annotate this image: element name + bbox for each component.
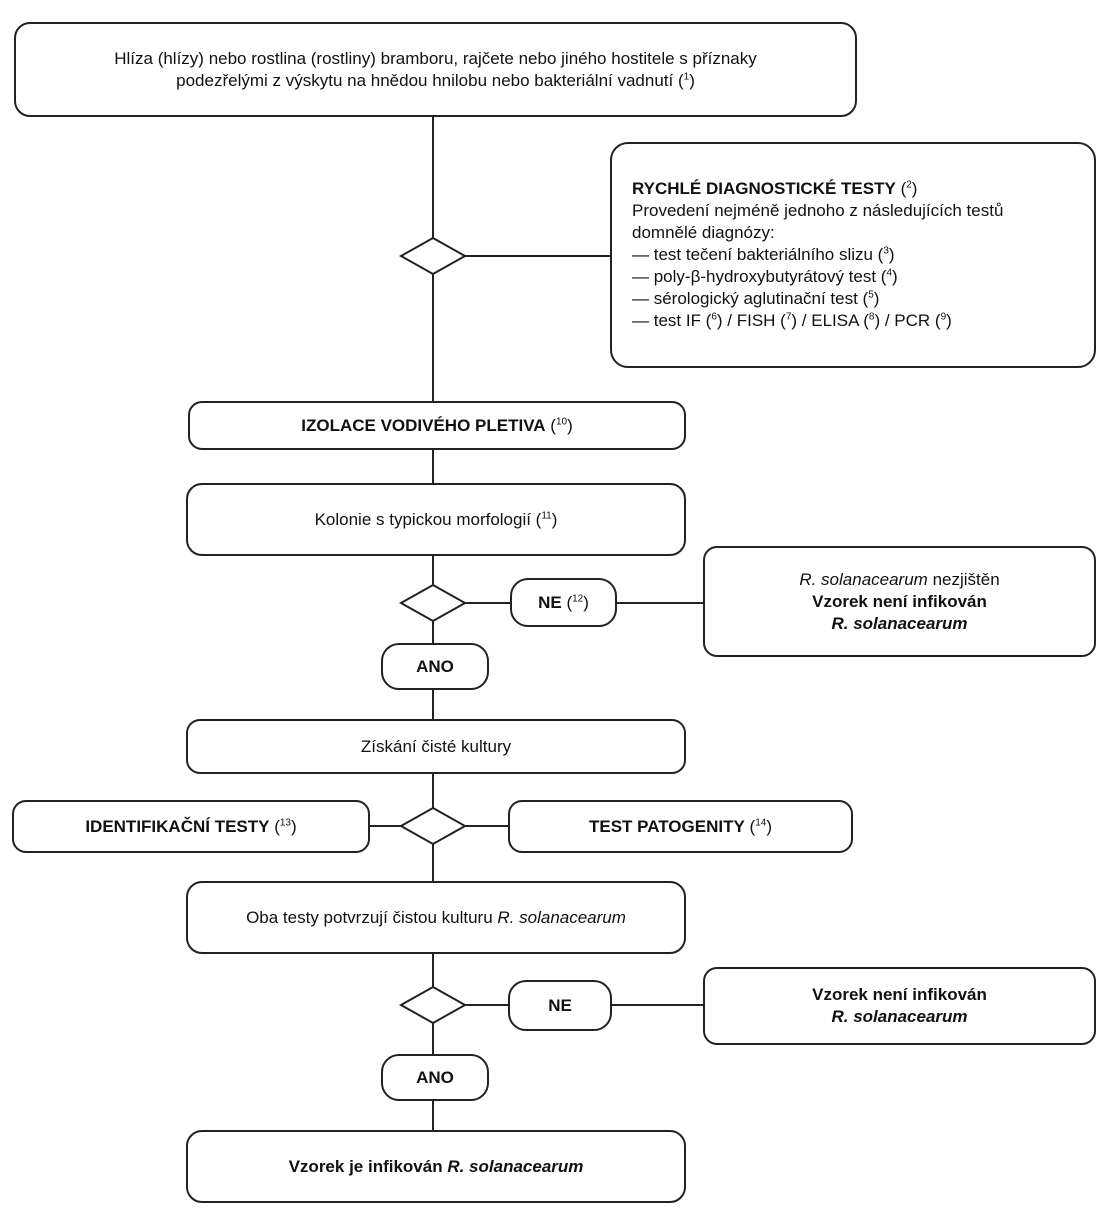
rapid-tests-item3: — sérologický aglutinační test ( <box>632 289 869 308</box>
decision-diamond-colonies <box>398 583 468 623</box>
rapid-tests-item4-b: ) / FISH ( <box>716 311 786 330</box>
isolation-wrap: IZOLACE VODIVÉHO PLETIVA (10) <box>301 415 573 435</box>
rapid-tests-title-wrap: RYCHLÉ DIAGNOSTICKÉ TESTY (2) <box>632 179 918 198</box>
pure-culture-label: Získání čisté kultury <box>360 736 512 756</box>
rapid-tests-item2-ref: 4 <box>886 267 893 279</box>
pathogenicity-wrap: TEST PATOGENITY (14) <box>588 816 773 836</box>
start-box: Hlíza (hlízy) nebo rostlina (rostliny) b… <box>14 22 857 117</box>
confirmation-prefix: Oba testy potvrzují čistou kulturu <box>246 907 498 927</box>
identification-wrap: IDENTIFIKAČNÍ TESTY (13) <box>85 816 297 836</box>
rapid-tests-intro1: Provedení nejméně jednoho z následujícíc… <box>632 201 1004 220</box>
rapid-tests-intro2: domnělé diagnózy: <box>632 223 775 242</box>
rapid-tests-item2: — poly-β-hydroxybutyrátový test ( <box>632 267 887 286</box>
not-detected-line3: R. solanacearum <box>831 613 968 633</box>
start-line2: podezřelými z výskytu na hnědou hnilobu … <box>176 70 684 90</box>
decision-no-1-label: NE <box>538 592 562 612</box>
not-detected-species: R. solanacearum <box>799 569 928 589</box>
rapid-tests-title-ref: 2 <box>906 179 912 191</box>
colonies-label: Kolonie s typickou morfologií ( <box>314 509 542 529</box>
rapid-tests-box: RYCHLÉ DIAGNOSTICKÉ TESTY (2) Provedení … <box>610 142 1096 368</box>
identification-label: IDENTIFIKAČNÍ TESTY <box>85 816 270 836</box>
decision-no-2-label: NE <box>548 995 572 1015</box>
rapid-tests-title: RYCHLÉ DIAGNOSTICKÉ TESTY <box>632 179 896 198</box>
colonies-box: Kolonie s typickou morfologií (11) <box>186 483 686 556</box>
pathogenicity-box: TEST PATOGENITY (14) <box>508 800 853 853</box>
rapid-tests-item4-a: — test IF ( <box>632 311 712 330</box>
rapid-tests-item4-d: ) / PCR ( <box>874 311 941 330</box>
decision-no-2: NE <box>508 980 612 1031</box>
decision-diamond-rapid <box>398 236 468 276</box>
rapid-tests-item4-ref-c: 8 <box>868 311 875 323</box>
rapid-tests-item1: — test tečení bakteriálního slizu ( <box>632 245 884 264</box>
infected-species: R. solanacearum <box>447 1156 584 1176</box>
not-detected-line2: Vzorek není infikován <box>812 591 987 611</box>
rapid-tests-item: — test IF (6) / FISH (7) / ELISA (8) / P… <box>632 311 952 330</box>
identification-box: IDENTIFIKAČNÍ TESTY (13) <box>12 800 370 853</box>
rapid-tests-item4-ref-b: 7 <box>785 311 792 323</box>
rapid-tests-item: — test tečení bakteriálního slizu (3) <box>632 245 895 264</box>
confirmation-box: Oba testy potvrzují čistou kulturu R. so… <box>186 881 686 954</box>
not-infected-box: Vzorek není infikován R. solanacearum <box>703 967 1096 1045</box>
decision-no-1: NE (12) <box>510 578 617 627</box>
colonies-ref: 11 <box>541 509 552 521</box>
not-detected-line1: R. solanacearum nezjištěn <box>799 569 999 591</box>
decision-diamond-confirm <box>398 985 468 1025</box>
rapid-tests-item: — sérologický aglutinační test (5) <box>632 289 880 308</box>
not-detected-box: R. solanacearum nezjištěn Vzorek není in… <box>703 546 1096 657</box>
confirmation-wrap: Oba testy potvrzují čistou kulturu R. so… <box>246 907 626 929</box>
not-detected-suffix: nezjištěn <box>927 569 1000 589</box>
pure-culture-box: Získání čisté kultury <box>186 719 686 774</box>
decision-yes-1-label: ANO <box>416 656 454 676</box>
infected-wrap: Vzorek je infikován R. solanacearum <box>289 1156 584 1178</box>
decision-no-1-wrap: NE (12) <box>538 592 589 612</box>
colonies-wrap: Kolonie s typickou morfologií (11) <box>314 509 558 529</box>
start-ref: 1 <box>683 70 690 82</box>
decision-yes-2: ANO <box>381 1054 489 1101</box>
rapid-tests-item4-c: ) / ELISA ( <box>791 311 869 330</box>
decision-yes-2-label: ANO <box>416 1067 454 1087</box>
isolation-box: IZOLACE VODIVÉHO PLETIVA (10) <box>188 401 686 450</box>
rapid-tests-item4-ref-a: 6 <box>711 311 717 323</box>
confirmation-species: R. solanacearum <box>497 907 626 927</box>
isolation-label: IZOLACE VODIVÉHO PLETIVA <box>301 415 546 435</box>
decision-no-1-ref: 12 <box>572 592 584 604</box>
infected-box: Vzorek je infikován R. solanacearum <box>186 1130 686 1203</box>
pathogenicity-label: TEST PATOGENITY <box>588 816 745 836</box>
decision-diamond-tests <box>398 806 468 846</box>
not-infected-line1: Vzorek není infikován <box>812 985 987 1004</box>
rapid-tests-item1-ref: 3 <box>883 245 889 257</box>
rapid-tests-item3-ref: 5 <box>868 289 874 301</box>
rapid-tests-item4-ref-d: 9 <box>940 311 947 323</box>
start-line1: Hlíza (hlízy) nebo rostlina (rostliny) b… <box>114 48 757 68</box>
not-infected-line2: R. solanacearum <box>831 1007 968 1026</box>
decision-yes-1: ANO <box>381 643 489 690</box>
infected-prefix: Vzorek je infikován <box>288 1156 448 1176</box>
start-line2-wrap: podezřelými z výskytu na hnědou hnilobu … <box>176 70 695 90</box>
pathogenicity-ref: 14 <box>755 816 767 828</box>
rapid-tests-item: — poly-β-hydroxybutyrátový test (4) <box>632 267 898 286</box>
isolation-ref: 10 <box>555 415 568 427</box>
identification-ref: 13 <box>279 816 291 828</box>
